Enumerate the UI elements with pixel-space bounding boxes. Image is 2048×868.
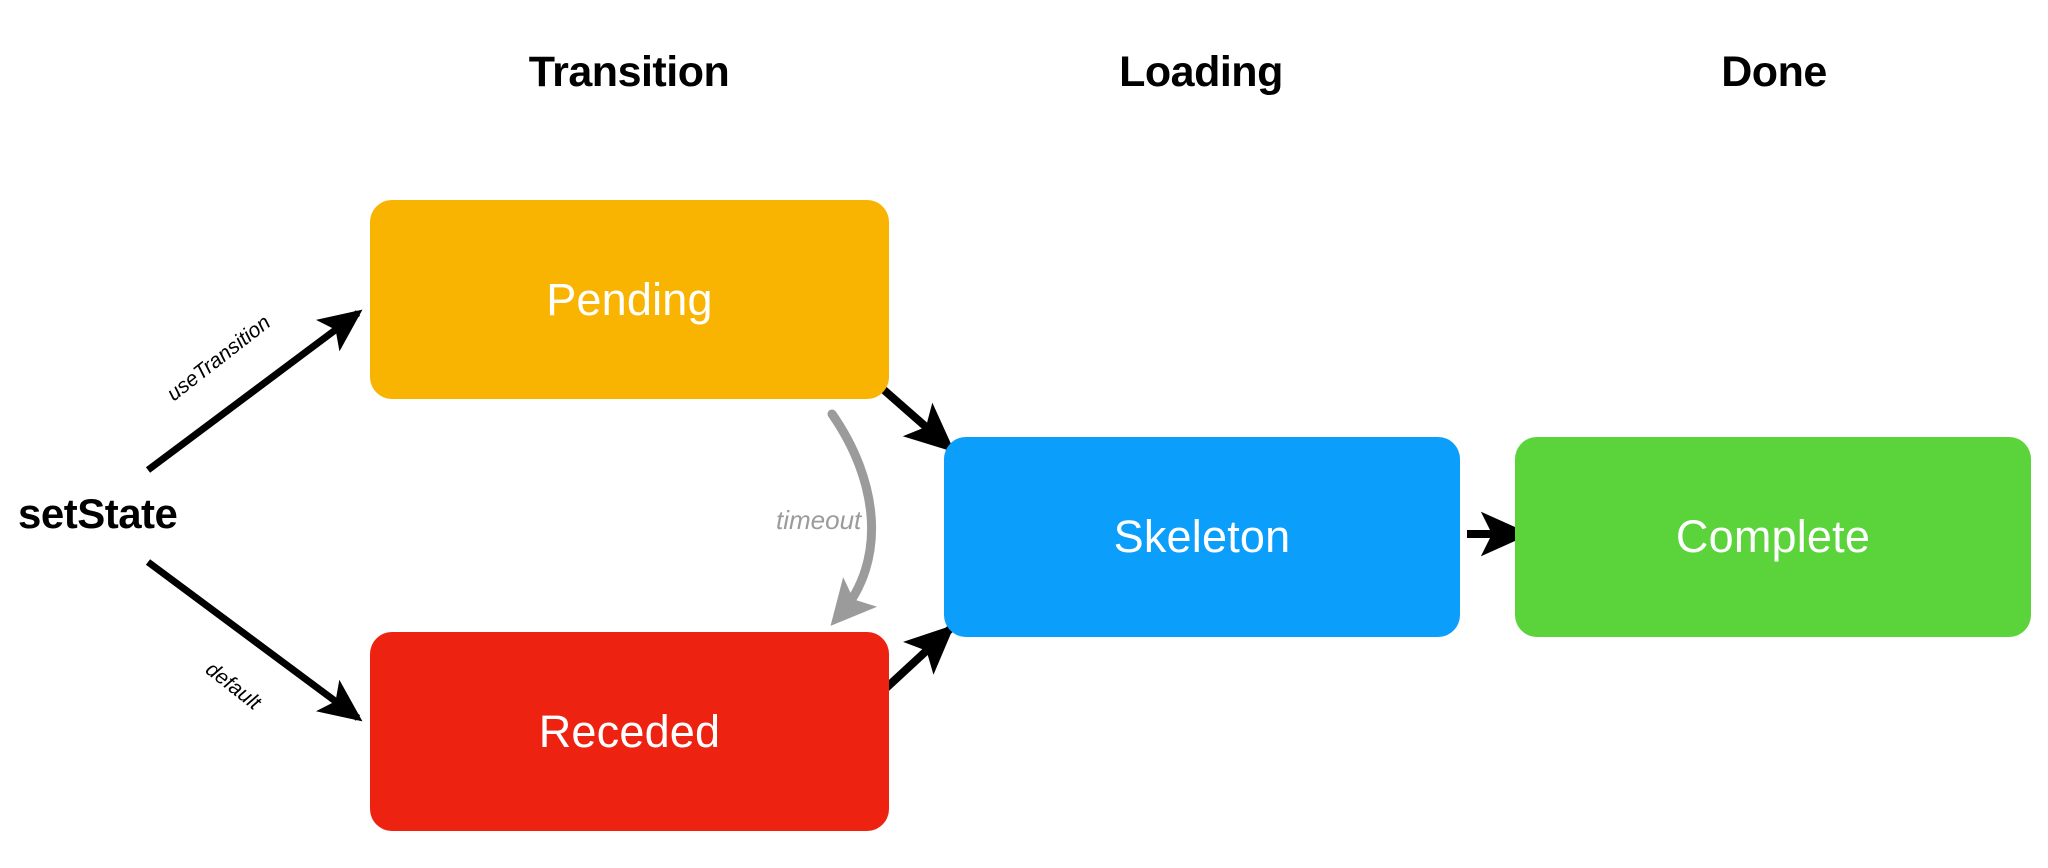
source-label-setstate: setState	[18, 490, 178, 537]
arrow-receded-to-skeleton	[881, 624, 955, 693]
state-box-pending-label: Pending	[546, 273, 713, 325]
edge-label-usetransition: useTransition	[162, 310, 275, 406]
edge-label-default: default	[201, 657, 266, 715]
edge-label-timeout: timeout	[776, 505, 862, 535]
state-box-receded[interactable]: Receded	[370, 632, 889, 831]
column-header-loading: Loading	[1119, 48, 1283, 96]
state-box-receded-label: Receded	[538, 705, 721, 757]
column-header-transition: Transition	[528, 48, 730, 96]
state-box-pending[interactable]: Pending	[370, 200, 889, 399]
arrow-pending-to-skeleton	[881, 386, 955, 453]
state-box-skeleton-label: Skeleton	[1113, 511, 1291, 562]
state-box-complete-label: Complete	[1675, 511, 1871, 562]
state-box-skeleton[interactable]: Skeleton	[944, 437, 1460, 637]
state-box-complete[interactable]: Complete	[1515, 437, 2031, 637]
column-header-done: Done	[1721, 48, 1827, 96]
